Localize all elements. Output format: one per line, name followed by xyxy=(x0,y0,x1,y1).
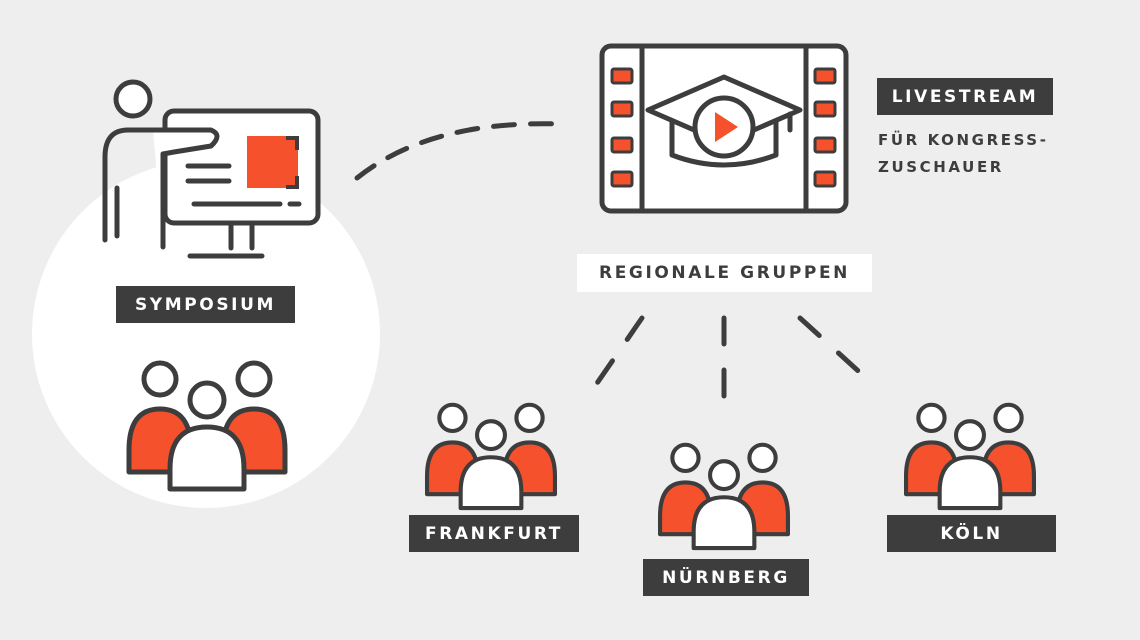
connector-symposium-livestream xyxy=(354,121,563,181)
nuernberg-label: NÜRNBERG xyxy=(643,559,809,596)
people-group-icon xyxy=(906,405,1034,508)
people-group-icon xyxy=(427,405,555,508)
livestream-note-line1: FÜR KONGRESS- xyxy=(878,131,1049,149)
koeln-label: KÖLN xyxy=(887,515,1056,552)
symposium-label: SYMPOSIUM xyxy=(116,286,295,323)
frankfurt-label: FRANKFURT xyxy=(409,515,579,552)
presenter-icon xyxy=(102,79,220,250)
play-icon xyxy=(692,95,756,159)
people-group-icon xyxy=(660,445,788,548)
livestream-label: LIVESTREAM xyxy=(877,78,1053,115)
livestream-note-line2: ZUSCHAUER xyxy=(878,158,1004,176)
symposium-backdrop xyxy=(32,160,380,508)
connector-frankfurt xyxy=(590,315,645,392)
regional-groups-label: REGIONALE GRUPPEN xyxy=(577,254,872,292)
people-group-icon xyxy=(129,363,285,489)
connector-koeln xyxy=(797,315,869,381)
